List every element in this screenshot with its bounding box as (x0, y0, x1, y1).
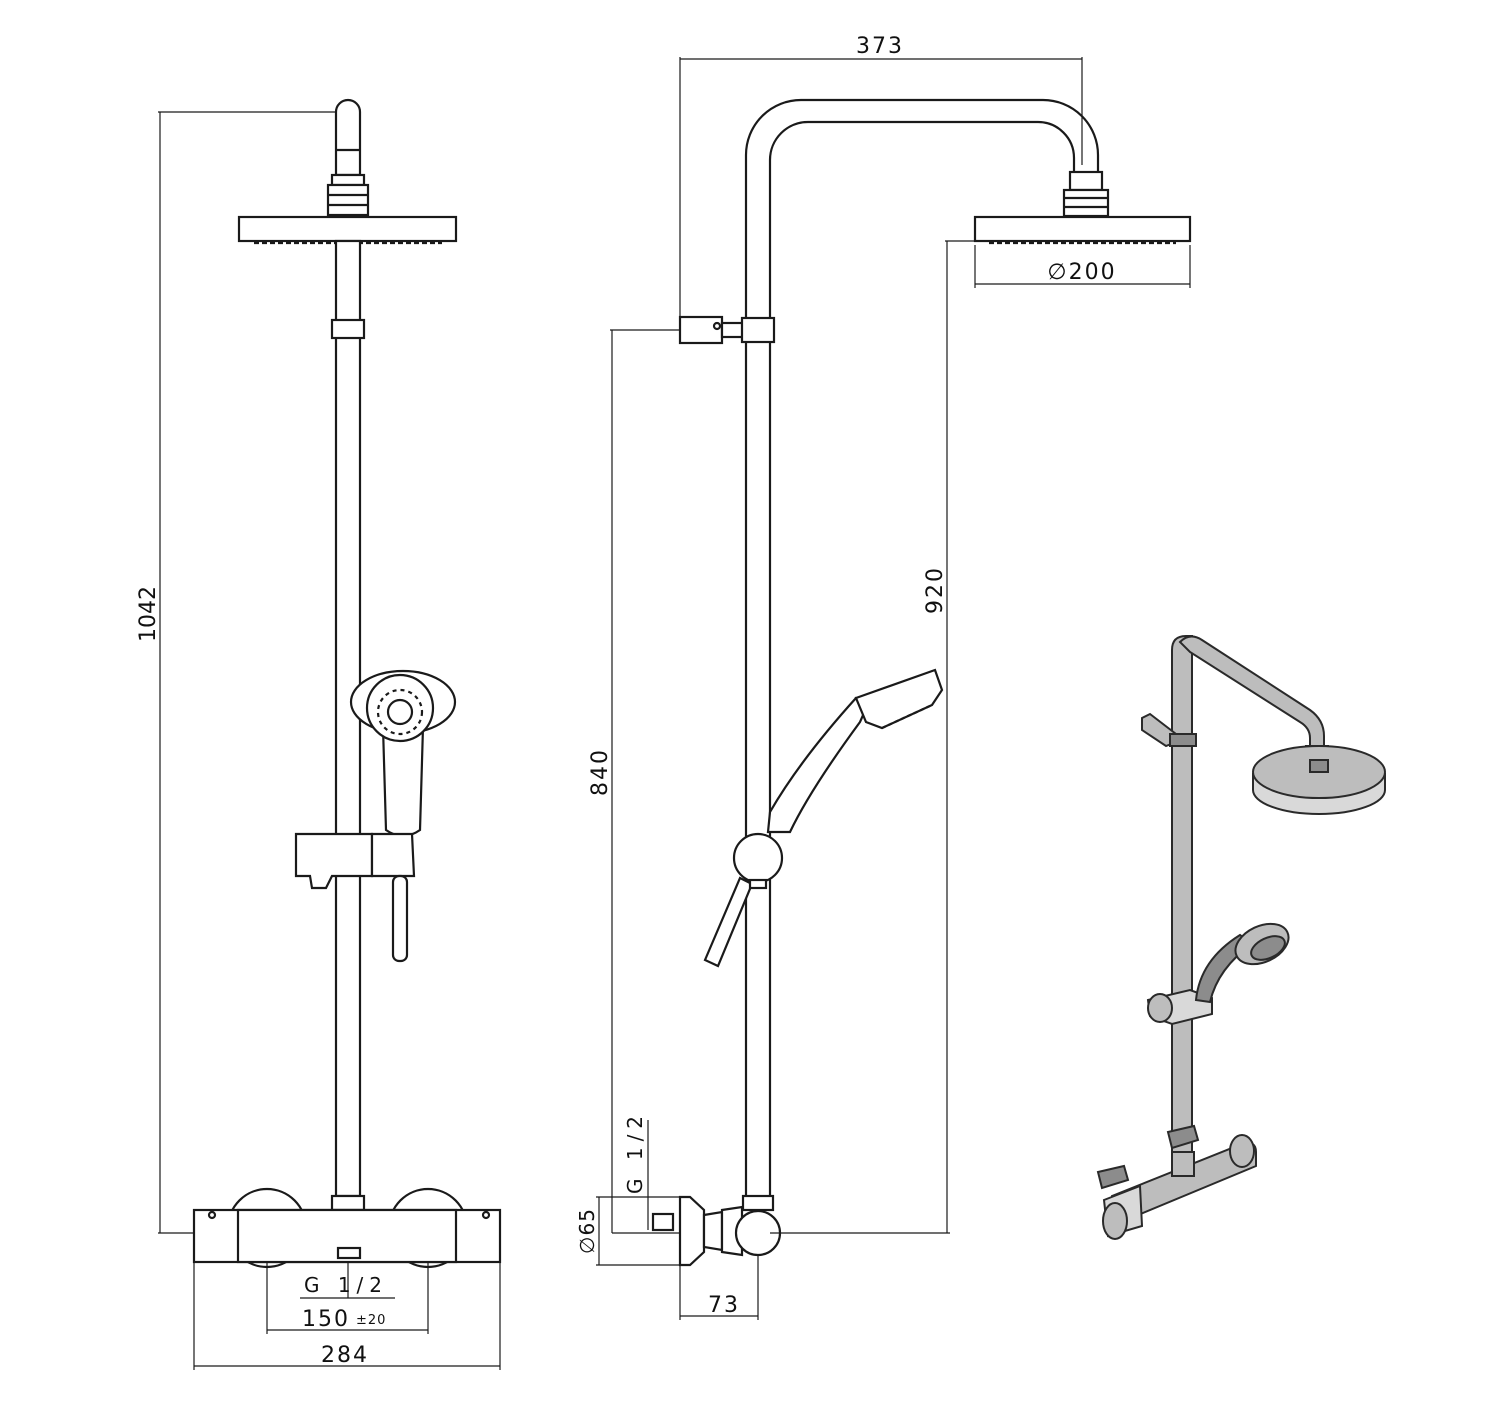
dim-inlet-spacing: 150 (302, 1307, 350, 1332)
thermostat-body-front (192, 1187, 502, 1269)
dim-flange-diameter: ∅65 (575, 1208, 599, 1254)
dim-wall-offset: 73 (708, 1293, 740, 1318)
dim-head-diameter: ∅200 (1047, 260, 1116, 285)
dim-inlet-thread-front: G 1/2 (304, 1273, 388, 1297)
dim-arm-length: 373 (856, 34, 904, 59)
side-view (651, 98, 1192, 1267)
front-dimension-lines (158, 111, 501, 1370)
dim-bracket-height: 840 (588, 748, 613, 796)
dim-body-width: 284 (321, 1343, 369, 1368)
dim-total-height: 1042 (136, 586, 161, 642)
dim-inlet-spacing-tolerance: ±20 (356, 1313, 386, 1328)
hand-shower-front (349, 669, 457, 838)
thermostat-body-side (651, 1194, 782, 1267)
isometric-view (1096, 635, 1386, 1240)
dim-inlet-thread-side: G 1/2 (623, 1110, 647, 1194)
hand-shower-side (703, 668, 944, 968)
slider-front (294, 832, 416, 963)
side-dimension-lines (596, 57, 1191, 1320)
front-view (192, 98, 502, 1269)
dim-head-height: 920 (923, 566, 948, 614)
